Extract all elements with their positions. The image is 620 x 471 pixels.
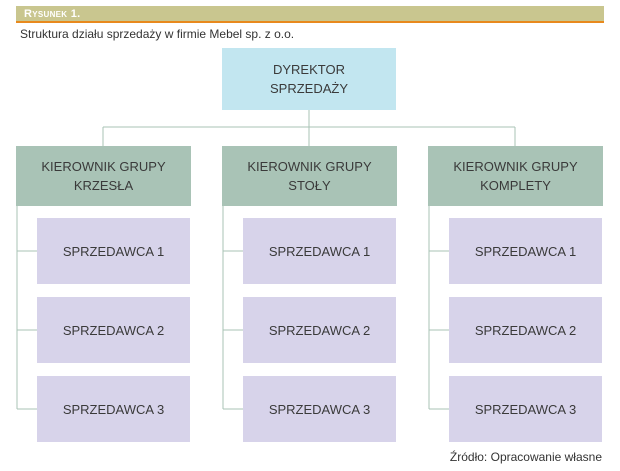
source-note: Źródło: Opracowanie własne bbox=[449, 450, 602, 464]
manager-title-line-2: KOMPLETY bbox=[480, 178, 551, 193]
manager-title-line-1: KIEROWNIK GRUPY bbox=[453, 159, 578, 174]
seller-box-stoly-3: SPRZEDAWCA 3 bbox=[243, 376, 396, 442]
seller-label: SPRZEDAWCA 2 bbox=[474, 322, 577, 338]
seller-label: SPRZEDAWCA 2 bbox=[62, 322, 165, 338]
director-title-line-1: DYREKTOR bbox=[272, 62, 345, 77]
manager-title-line-1: KIEROWNIK GRUPY bbox=[247, 159, 372, 174]
manager-box-komplety: KIEROWNIK GRUPY KOMPLETY bbox=[428, 146, 603, 206]
seller-box-krzesla-3: SPRZEDAWCA 3 bbox=[37, 376, 190, 442]
director-box: DYREKTOR SPRZEDAŻY bbox=[222, 48, 396, 110]
manager-box-krzesla: KIEROWNIK GRUPY KRZESŁA bbox=[16, 146, 191, 206]
manager-title-line-2: STOŁY bbox=[288, 178, 331, 193]
figure-caption: Struktura działu sprzedaży w firmie Mebe… bbox=[20, 27, 295, 41]
seller-box-komplety-2: SPRZEDAWCA 2 bbox=[449, 297, 602, 363]
seller-label: SPRZEDAWCA 1 bbox=[474, 243, 577, 259]
seller-box-krzesla-2: SPRZEDAWCA 2 bbox=[37, 297, 190, 363]
manager-title-line-2: KRZESŁA bbox=[73, 178, 134, 193]
seller-box-krzesla-1: SPRZEDAWCA 1 bbox=[37, 218, 190, 284]
seller-box-stoly-1: SPRZEDAWCA 1 bbox=[243, 218, 396, 284]
director-title-line-2: SPRZEDAŻY bbox=[269, 81, 348, 96]
seller-label: SPRZEDAWCA 2 bbox=[268, 322, 371, 338]
seller-label: SPRZEDAWCA 3 bbox=[474, 401, 577, 417]
seller-box-komplety-3: SPRZEDAWCA 3 bbox=[449, 376, 602, 442]
seller-label: SPRZEDAWCA 3 bbox=[62, 401, 165, 417]
seller-box-komplety-1: SPRZEDAWCA 1 bbox=[449, 218, 602, 284]
figure-label: Rysunek 1. bbox=[24, 8, 81, 20]
manager-title-line-1: KIEROWNIK GRUPY bbox=[41, 159, 166, 174]
seller-label: SPRZEDAWCA 1 bbox=[268, 243, 371, 259]
manager-box-stoly: KIEROWNIK GRUPY STOŁY bbox=[222, 146, 397, 206]
figure-header-bar: Rysunek 1. bbox=[16, 6, 604, 23]
seller-label: SPRZEDAWCA 1 bbox=[62, 243, 165, 259]
seller-box-stoly-2: SPRZEDAWCA 2 bbox=[243, 297, 396, 363]
seller-label: SPRZEDAWCA 3 bbox=[268, 401, 371, 417]
